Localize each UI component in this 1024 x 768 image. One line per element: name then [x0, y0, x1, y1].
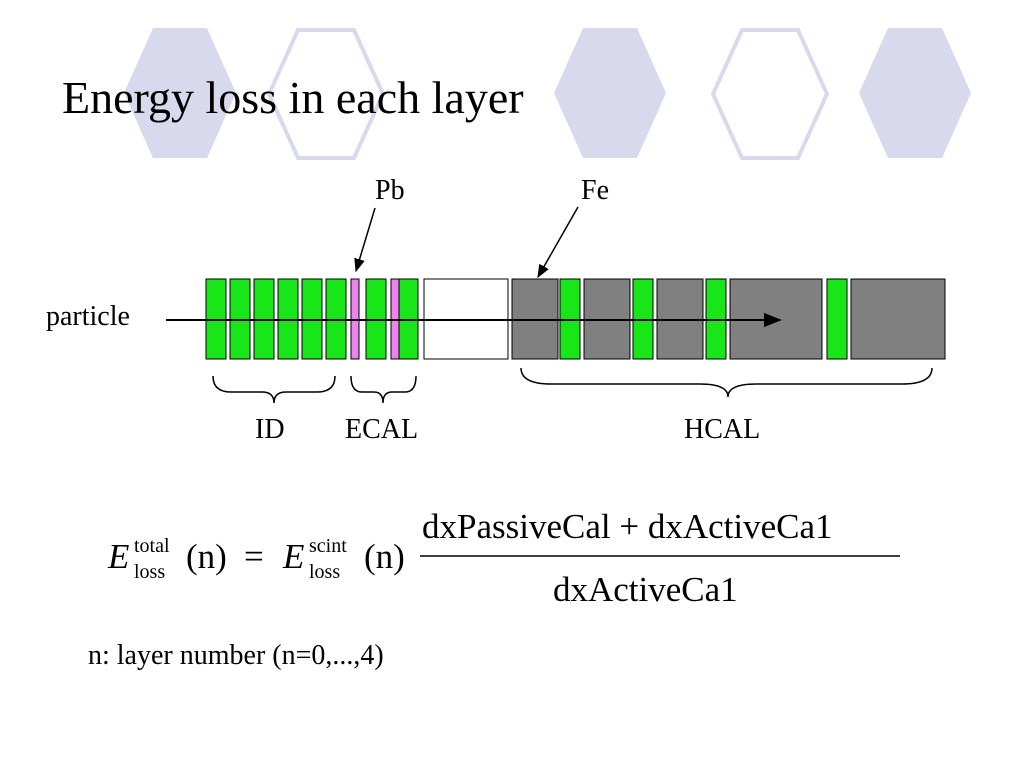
ecal-group-label: ECAL — [345, 414, 418, 445]
slide-title: Energy loss in each layer — [62, 72, 524, 123]
energy-loss-formula: E total loss (n) = E scint loss (n) dxPa… — [107, 507, 900, 609]
hexagon-icon — [710, 28, 830, 160]
pb-pointer-arrow — [354, 207, 376, 273]
group-braces — [212, 367, 933, 404]
lhs-symbol: E — [107, 537, 129, 576]
particle-label: particle — [46, 301, 130, 332]
hcal-group-label: HCAL — [684, 414, 760, 445]
lhs-subscript: loss — [134, 561, 165, 583]
rhs-subscript: loss — [309, 561, 340, 583]
hcal-active-layer — [826, 278, 848, 360]
hexagon-decoration — [124, 28, 971, 160]
hexagon-icon — [859, 28, 971, 158]
fe-callout-label: Fe — [581, 175, 609, 206]
rhs-argument: (n) — [364, 537, 405, 576]
hexagon-icon — [554, 28, 666, 158]
fraction-denominator: dxActiveCa1 — [553, 570, 738, 609]
pb-callout-label: Pb — [375, 175, 405, 206]
hcal-brace — [520, 367, 933, 398]
lhs-argument: (n) — [186, 537, 227, 576]
fraction-numerator: dxPassiveCal + dxActiveCa1 — [422, 507, 833, 546]
lhs-superscript: total — [134, 535, 170, 557]
id-brace — [212, 375, 336, 404]
fe-pointer-arrow — [537, 206, 579, 279]
layer-number-note: n: layer number (n=0,...,4) — [88, 640, 384, 671]
rhs-superscript: scint — [309, 535, 347, 557]
ecal-brace — [350, 375, 417, 404]
hexagon-icon — [266, 28, 386, 160]
id-group-label: ID — [255, 414, 285, 445]
hcal-iron-layer — [850, 278, 946, 360]
equals-sign: = — [244, 537, 264, 576]
rhs-symbol: E — [282, 537, 304, 576]
hexagon-icon — [124, 28, 236, 158]
